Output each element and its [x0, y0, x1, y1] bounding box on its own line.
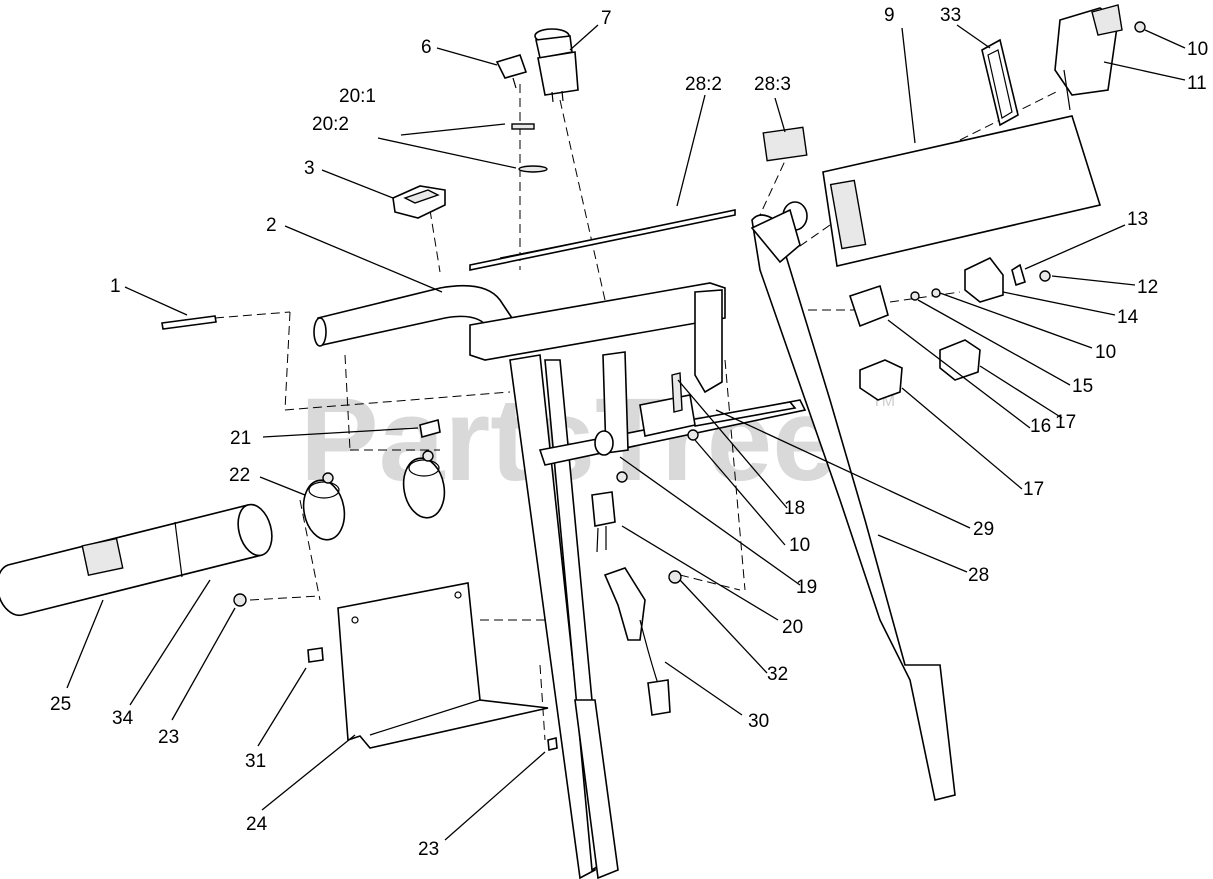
callout-6: 6	[421, 37, 432, 58]
bracket-29	[602, 351, 696, 454]
washer-20-1	[511, 123, 535, 130]
relay-17-upper	[939, 339, 981, 381]
callout-20: 20	[782, 617, 803, 638]
callout-28-3: 28:3	[754, 74, 791, 95]
relay-17-lower	[859, 359, 903, 401]
callout-1: 1	[110, 276, 121, 297]
main-frame	[313, 282, 807, 879]
bracket-33	[981, 38, 1019, 127]
ignition-7	[534, 28, 579, 103]
callout-10-center: 10	[789, 535, 810, 556]
nuts-10	[616, 429, 699, 483]
callout-18: 18	[784, 498, 805, 519]
decal-28-3	[762, 126, 808, 162]
hose-clamp-left	[302, 472, 346, 541]
callout-17-upper: 17	[1055, 412, 1076, 433]
callout-32: 32	[767, 664, 788, 685]
callout-31: 31	[245, 751, 266, 772]
callout-13: 13	[1127, 209, 1148, 230]
callout-24: 24	[246, 814, 268, 835]
callout-10-top: 10	[1187, 39, 1208, 60]
callout-23-bottom: 23	[418, 839, 439, 860]
screw-23	[547, 736, 558, 752]
callout-25: 25	[50, 694, 71, 715]
callout-20-1: 20:1	[339, 86, 376, 107]
right-handle	[750, 201, 956, 801]
callout-28-2: 28:2	[685, 74, 722, 95]
callout-10-right: 10	[1095, 342, 1116, 363]
callout-12: 12	[1137, 277, 1158, 298]
callout-labels: 1 2 3 6 7 28:2 28:3 9 33 10 11 13 12 14 …	[50, 5, 1208, 860]
leader-lines	[66, 24, 1186, 841]
callout-11: 11	[1187, 73, 1207, 94]
callout-23-left: 23	[158, 727, 179, 748]
callout-28: 28	[968, 565, 989, 586]
cover-plate	[337, 582, 549, 749]
relay-20	[591, 491, 616, 553]
callout-22: 22	[229, 465, 250, 486]
instruction-panel	[822, 115, 1102, 267]
nut-23	[233, 593, 247, 607]
harness-30	[603, 567, 671, 716]
switch-3	[392, 185, 446, 219]
callout-15: 15	[1072, 376, 1093, 397]
callout-3: 3	[304, 158, 315, 179]
callout-19: 19	[796, 577, 817, 598]
switch-assembly-11	[1054, 4, 1146, 111]
callout-9: 9	[884, 5, 895, 26]
callout-21: 21	[230, 428, 251, 449]
callout-17-lower: 17	[1023, 479, 1044, 500]
callout-16: 16	[1030, 416, 1051, 437]
switch-13	[964, 256, 1051, 303]
callout-14: 14	[1117, 307, 1139, 328]
bolt-31	[307, 647, 324, 663]
fuse-19	[594, 430, 614, 456]
bolt-21	[419, 418, 441, 439]
relay-16	[848, 284, 889, 328]
hose-clamp-right	[402, 450, 446, 519]
callout-20-2: 20:2	[312, 114, 349, 135]
key-6	[495, 54, 528, 89]
callout-30: 30	[748, 711, 769, 732]
callout-29: 29	[973, 519, 994, 540]
callout-33: 33	[940, 5, 961, 26]
grip-tube	[0, 503, 273, 617]
washer-20-2	[518, 165, 548, 173]
nut-32	[668, 570, 682, 584]
washer-15	[910, 288, 941, 301]
bolt-1	[161, 315, 217, 330]
callout-34: 34	[112, 708, 134, 729]
callout-2: 2	[266, 215, 277, 236]
decal-panel	[469, 209, 736, 271]
callout-7: 7	[601, 8, 612, 29]
